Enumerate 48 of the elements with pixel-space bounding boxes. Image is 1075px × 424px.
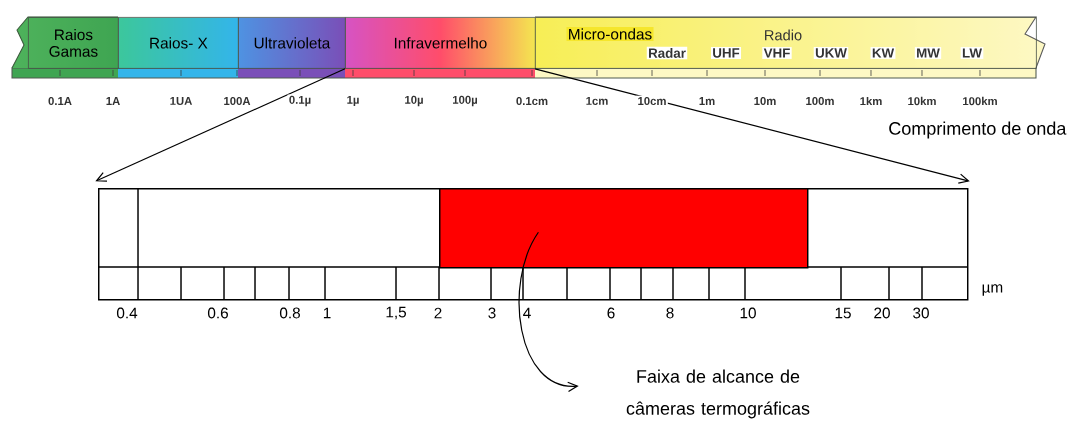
band-segment: Raios- X (118, 17, 239, 69)
axis-label: Comprimento de onda (886, 120, 1068, 140)
callout-text: Faixa de alcance de câmeras termográficas (626, 369, 810, 419)
band-sublabel: UKW (813, 47, 849, 59)
tick-label: 0.1cm (514, 95, 550, 107)
tick-label: 10µ (403, 94, 425, 108)
scale-value: 0.4 (115, 306, 139, 320)
scale-value: 20 (872, 306, 892, 320)
tick-label: 1cm (584, 95, 610, 107)
scale-value: 15 (833, 306, 853, 320)
tick-label: 1km (858, 95, 884, 107)
scale-value: 4 (521, 306, 533, 320)
tick-label: 100m (804, 95, 836, 107)
tick-label: 10m (752, 95, 778, 107)
scale-value: 8 (664, 306, 676, 320)
curved-arrow (518, 231, 579, 393)
scale-value: 10 (738, 306, 758, 320)
band-sublabel: VHF (762, 47, 792, 59)
tick-label: 10km (906, 95, 938, 107)
scale-value: 0.6 (206, 306, 230, 320)
highlighted-band (439, 188, 809, 269)
scale-value: 6 (605, 306, 617, 320)
scale-value: 3 (486, 306, 498, 320)
arrow (534, 68, 970, 184)
band-sublabel: UHF (710, 47, 742, 59)
tick-label: 1A (104, 95, 122, 107)
unit-label: µm (980, 282, 1005, 298)
band-sublabel: LW (960, 47, 984, 59)
band-segment: Raios Gamas (11, 16, 119, 69)
arrow (95, 68, 346, 182)
tick-label: 1UA (168, 95, 194, 107)
scale-value: 2 (432, 306, 444, 320)
tick-label: 0.1µ (287, 94, 313, 108)
tick-label: 0.1A (46, 95, 74, 107)
tick-label: 100km (961, 95, 999, 107)
scale-value: 1,5 (384, 305, 408, 321)
scale-value: 1 (321, 306, 333, 320)
tick-label: 1m (697, 95, 717, 107)
band-sublabel: KW (870, 47, 896, 59)
tick-label: 1µ (345, 94, 361, 108)
band-segment: Infravermelho (345, 17, 536, 69)
band-segment: Ultravioleta (238, 17, 346, 69)
scale-value: 30 (911, 306, 931, 320)
band-sublabel: MW (914, 47, 942, 59)
tick-label: 100µ (450, 94, 480, 108)
scale-value: 0.8 (278, 306, 302, 320)
tick-label: 10cm (636, 95, 668, 107)
tick-label: 100A (222, 95, 252, 107)
